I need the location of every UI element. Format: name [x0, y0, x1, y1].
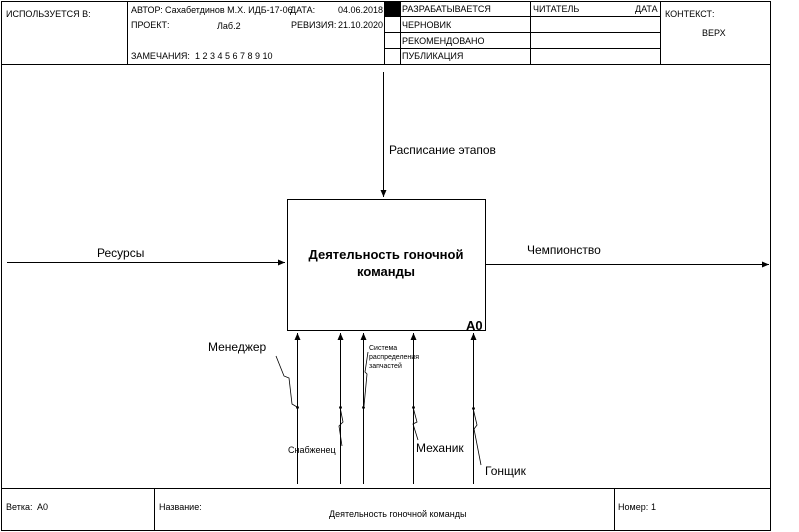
project-value: Лаб.2 — [217, 21, 241, 31]
status-recommended: РЕКОМЕНДОВАНО — [402, 36, 485, 46]
reader-label: ЧИТАТЕЛЬ — [533, 4, 580, 14]
used-in-label: ИСПОЛЬЗУЕТСЯ В: — [6, 9, 91, 19]
leader-system — [363, 351, 369, 407]
author-value: Сахабетдинов М.Х. ИДБ-17-06 — [165, 5, 293, 15]
footer-title-label: Название: — [159, 502, 202, 512]
date-value: 04.06.2018 — [338, 5, 384, 15]
footer-number-label: Номер: — [618, 502, 649, 512]
footer-node-value: А0 — [37, 502, 49, 512]
notes-label: ЗАМЕЧАНИЯ: — [131, 51, 190, 61]
function-box-node-id: А0 — [466, 318, 483, 333]
function-box-title: Деятельность гоночной команды — [308, 247, 464, 279]
footer-grid — [1, 488, 771, 531]
mechanism-label-system: Система распределения запчастей — [369, 345, 419, 370]
status-working: РАЗРАБАТЫВАЕТСЯ — [402, 4, 491, 14]
label-leaders — [275, 351, 482, 466]
diagram-frame — [1, 1, 771, 531]
context-value: ВЕРХ — [702, 28, 726, 38]
leader-dot-supplier — [339, 406, 342, 409]
mechanism-label-racer: Гонщик — [485, 464, 526, 478]
leader-supplier — [338, 406, 344, 447]
footer-node-label: Ветка: — [6, 502, 33, 512]
mechanism-label-mechanic: Механик — [416, 441, 464, 455]
leader-dot-racer — [472, 407, 475, 410]
leader-dot-mechanic — [412, 406, 415, 409]
footer-number-value: 1 — [651, 502, 657, 512]
project-label: ПРОЕКТ: — [131, 20, 170, 30]
reader-date-label: ДАТА — [635, 4, 658, 14]
status-draft: ЧЕРНОВИК — [402, 20, 452, 30]
header-grid — [1, 1, 771, 65]
output-arrow-label: Чемпионство — [527, 243, 601, 257]
author-label: АВТОР: — [131, 5, 163, 15]
notes-numbers: 1 2 3 4 5 6 7 8 9 10 — [195, 51, 273, 61]
leader-dot-system — [362, 406, 365, 409]
leader-dot-manager — [296, 406, 299, 409]
date-label: ДАТА: — [290, 5, 316, 15]
revision-label: РЕВИЗИЯ: — [291, 20, 337, 30]
leader-racer — [472, 407, 482, 466]
context-label: КОНТЕКСТ: — [665, 9, 715, 19]
leader-manager — [275, 355, 298, 408]
revision-value: 21.10.2020 — [338, 20, 384, 30]
status-working-marker — [385, 2, 400, 16]
control-arrow-label: Расписание этапов — [389, 143, 496, 157]
status-publication: ПУБЛИКАЦИЯ — [402, 51, 464, 61]
mechanism-label-supplier: Снабженец — [288, 445, 336, 455]
leader-mechanic — [412, 406, 419, 441]
function-box[interactable] — [287, 199, 486, 331]
mechanism-label-manager: Менеджер — [208, 340, 267, 354]
footer-title-value: Деятельность гоночной команды — [329, 509, 467, 519]
input-arrow-label: Ресурсы — [97, 246, 145, 260]
